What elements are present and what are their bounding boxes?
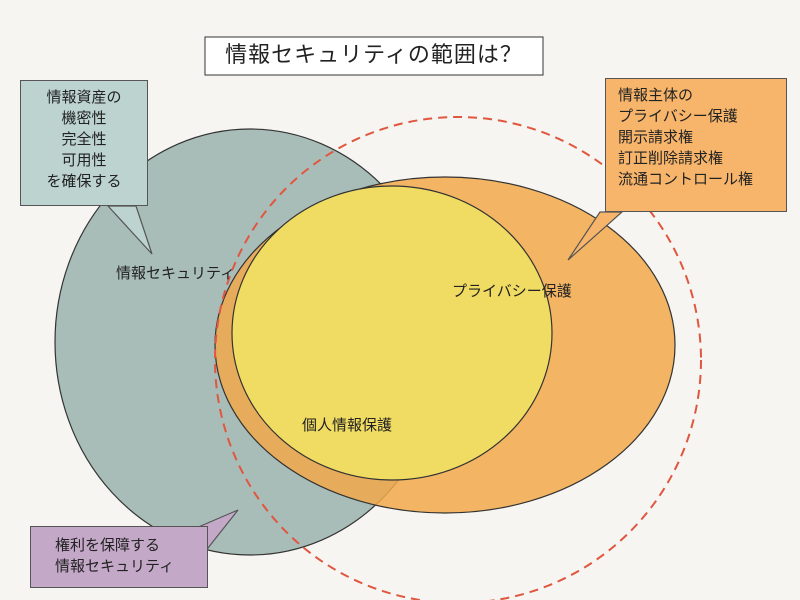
personal-info-label: 個人情報保護 (302, 416, 393, 434)
callout-left-line: 完全性 (61, 130, 107, 148)
callout-bottom-line: 権利を保障する (55, 536, 161, 554)
page-title: 情報セキュリティの範囲は？ (225, 43, 523, 68)
callout-left-line: 可用性 (61, 151, 107, 169)
callout-left-line: を確保する (46, 172, 122, 190)
callout-left-line: 情報資産の (46, 88, 122, 106)
callout-bottom-line: 情報セキュリティ (55, 557, 175, 575)
callout-bottom: 権利を保障する 情報セキュリティ (30, 526, 208, 588)
callout-left-tail (106, 205, 153, 255)
callout-right-line: 流通コントロール権 (618, 170, 754, 188)
title-frame (204, 36, 544, 76)
security-label: 情報セキュリティ (116, 264, 236, 282)
personal-info-ellipse (231, 185, 553, 481)
callout-right-tail (567, 211, 624, 261)
rights-dashed-circle (214, 116, 702, 600)
privacy-label: プライバシー保護 (452, 282, 572, 300)
callout-left-line: 機密性 (61, 109, 107, 127)
callout-right-line: 情報主体の (618, 86, 694, 104)
callout-left: 情報資産の 機密性 完全性 可用性 を確保する (20, 80, 148, 206)
callout-right: 情報主体の プライバシー保護 開示請求権 訂正削除請求権 流通コントロール権 (605, 78, 787, 212)
callout-right-line: 開示請求権 (618, 128, 694, 146)
callout-right-line: プライバシー保護 (618, 107, 738, 125)
callout-right-line: 訂正削除請求権 (618, 149, 724, 167)
